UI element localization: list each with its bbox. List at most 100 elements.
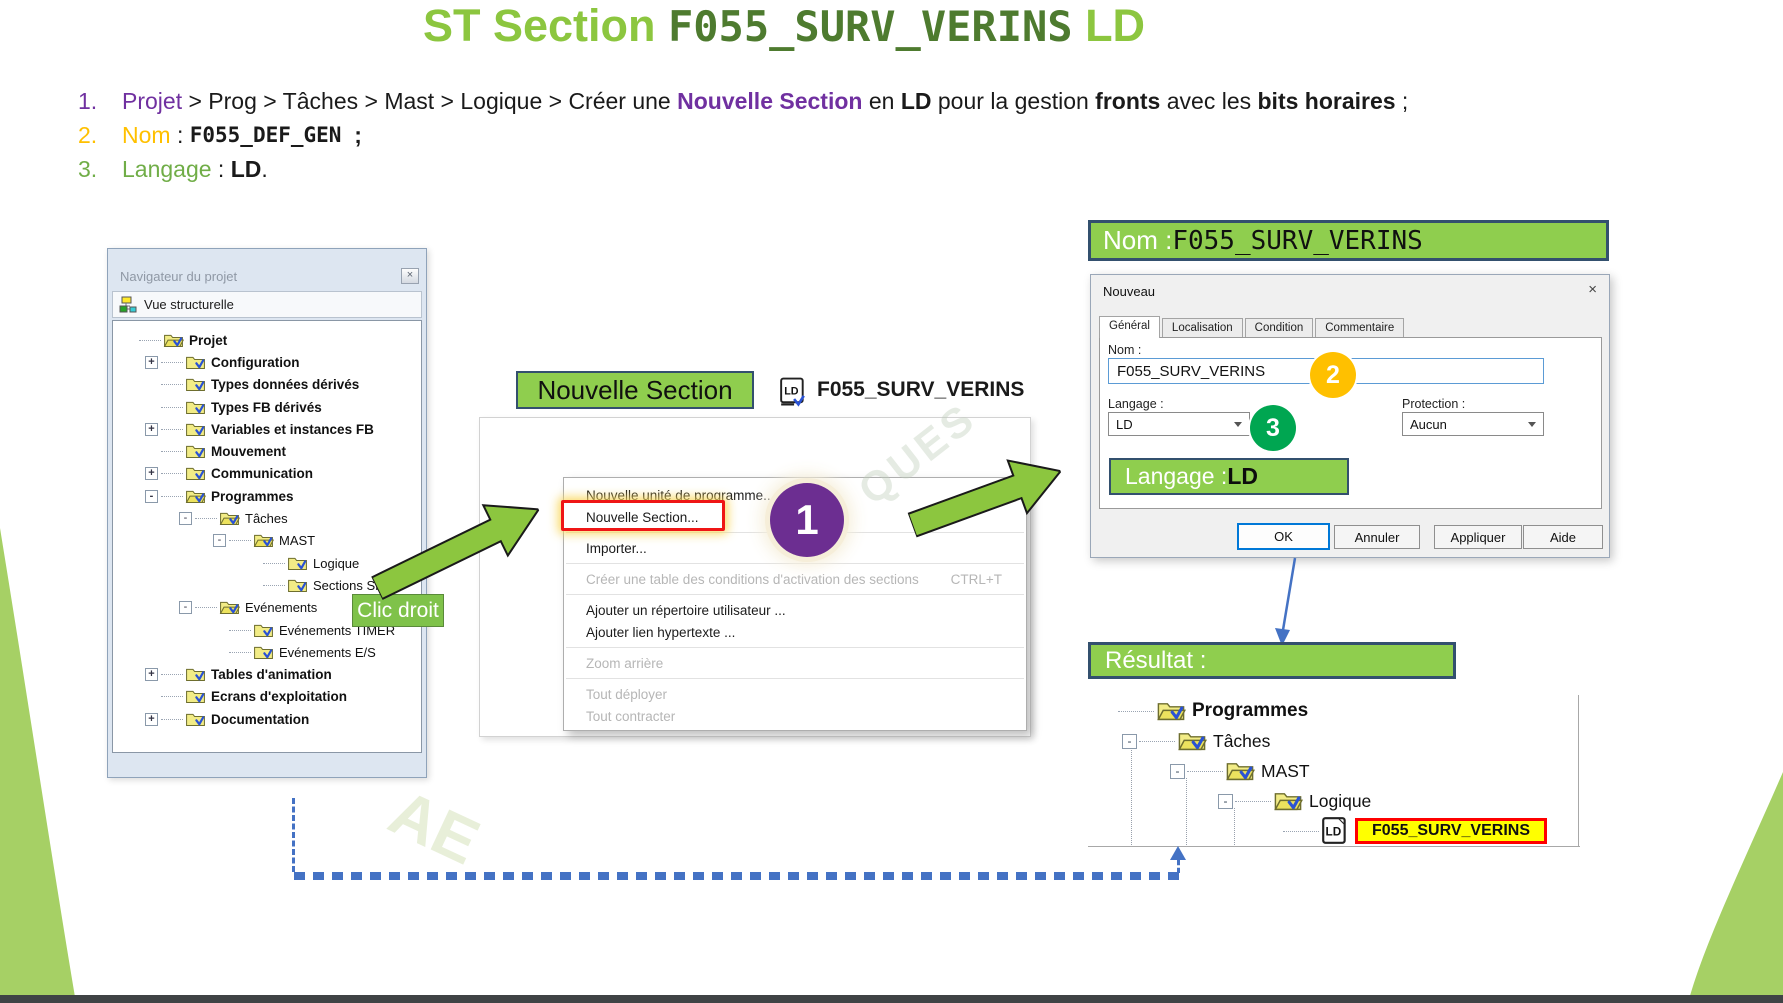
tree-connector [1187, 770, 1223, 772]
ld-section-icon: LD [779, 376, 807, 412]
chevron-down-icon [1528, 421, 1536, 427]
blue-arrow-ok-to-result [1275, 557, 1297, 646]
menu-item[interactable]: Importer... [564, 537, 1026, 559]
step-text-segment: bits horaires [1257, 87, 1396, 114]
tree-expander[interactable]: - [1122, 733, 1137, 749]
tree-item-label: Documentation [211, 711, 310, 727]
result-tree-item[interactable]: LD F055_SURV_VERINS [1108, 816, 1590, 846]
tree-connector [1235, 800, 1271, 802]
tree-item[interactable]: + Documentation [113, 708, 421, 730]
menu-separator [566, 678, 1024, 679]
result-fragment-bottom-border [1088, 846, 1580, 847]
callout-circle-2: 2 [1310, 352, 1356, 398]
tree-item[interactable]: Ecrans d'exploitation [113, 686, 421, 708]
svg-text:LD: LD [784, 386, 799, 398]
tree-item-label: Evénements [245, 600, 318, 616]
new-section-highlighted[interactable]: F055_SURV_VERINS [1355, 818, 1547, 844]
tree-item[interactable]: Evénements E/S [113, 641, 421, 663]
tree-connector [161, 451, 183, 453]
tab-général[interactable]: Général [1099, 316, 1160, 338]
tab-condition[interactable]: Condition [1244, 318, 1314, 337]
step-text-segment: fronts [1095, 87, 1161, 114]
tree-item[interactable]: Types données dérivés [113, 374, 421, 396]
folder-icon [185, 488, 206, 505]
nom-banner: Nom : F055_SURV_VERINS [1088, 220, 1609, 261]
menu-item[interactable]: Ajouter un répertoire utilisateur ... [564, 599, 1026, 621]
tree-item[interactable]: - Tâches [113, 507, 421, 529]
folder-icon [185, 354, 206, 371]
tree-expander[interactable]: + [145, 668, 158, 682]
appliquer-button[interactable]: Appliquer [1434, 525, 1522, 549]
tree-connector [161, 428, 183, 430]
close-icon[interactable]: × [401, 268, 419, 284]
tree-expander[interactable]: + [145, 712, 158, 726]
tree-item-label: Evénements E/S [279, 644, 376, 660]
dashed-connector-vertical [292, 798, 295, 872]
aide-button[interactable]: Aide [1523, 525, 1603, 549]
annuler-button[interactable]: Annuler [1334, 525, 1420, 549]
tab-localisation[interactable]: Localisation [1161, 318, 1243, 337]
langage-dropdown-value: LD [1116, 416, 1133, 432]
tree-item[interactable]: - MAST [113, 530, 421, 552]
tree-item[interactable]: + Tables d'animation [113, 663, 421, 685]
tree-item[interactable]: + Communication [113, 463, 421, 485]
tree-connector [161, 495, 183, 497]
protection-dropdown[interactable]: Aucun [1402, 412, 1544, 436]
tree-item[interactable]: Mouvement [113, 440, 421, 462]
tree-expander[interactable]: - [179, 512, 192, 526]
menu-item[interactable]: Ajouter lien hypertexte ... [564, 621, 1026, 643]
result-tree-item[interactable]: - Tâches [1108, 726, 1590, 756]
step-number: 2. [78, 121, 98, 148]
menu-item: Zoom arrière [564, 652, 1026, 674]
result-tree-item[interactable]: - MAST [1108, 756, 1590, 786]
tree-expander[interactable]: - [1170, 763, 1185, 779]
step-text-segment: . [261, 155, 268, 182]
tab-commentaire[interactable]: Commentaire [1315, 318, 1405, 337]
tree-item[interactable]: + Configuration [113, 351, 421, 373]
folder-icon [185, 688, 206, 705]
title-suffix: LD [1072, 0, 1146, 51]
navigator-title: Navigateur du projet [120, 268, 238, 284]
menu-item: Créer une table des conditions d'activat… [564, 568, 1026, 590]
tree-item-label: Communication [211, 466, 314, 482]
step-text-segment: LD [900, 87, 932, 114]
tree-item[interactable]: - Programmes [113, 485, 421, 507]
ok-button[interactable]: OK [1237, 523, 1330, 550]
green-arrow-to-menu [364, 482, 554, 619]
tree-item-label: Configuration [211, 354, 300, 370]
tree-item[interactable]: Types FB dérivés [113, 396, 421, 418]
step-text-segment: Langage [122, 155, 212, 182]
tree-expander[interactable]: + [145, 422, 158, 436]
langage-dropdown[interactable]: LD [1108, 412, 1250, 436]
tree-connector [161, 718, 183, 720]
result-tree-item[interactable]: Programmes [1108, 696, 1590, 726]
close-icon[interactable]: × [1588, 281, 1597, 298]
tree-expander[interactable]: + [145, 355, 158, 369]
tree-expander[interactable]: - [179, 601, 192, 615]
tree-item[interactable]: + Variables et instances FB [113, 418, 421, 440]
step-text-segment: Projet [122, 87, 183, 114]
steps-list: 1.Projet > Prog > Tâches > Mast > Logiqu… [78, 84, 1408, 186]
tree-item[interactable]: - Evénements [113, 597, 421, 619]
ld-section-name: F055_SURV_VERINS [817, 378, 1025, 401]
menu-item[interactable]: Nouvelle Section... [564, 506, 1026, 528]
step-text-segment: LD [230, 155, 262, 182]
step-item: 3.Langage : LD. [78, 152, 1408, 186]
title-prefix: ST Section [422, 0, 668, 51]
tree-item[interactable]: Sections SR [113, 574, 421, 596]
folder-icon [185, 465, 206, 482]
tree-expander[interactable]: + [145, 467, 158, 481]
tree-expander[interactable]: - [213, 534, 226, 548]
tree-expander[interactable]: - [1218, 793, 1233, 809]
folder-icon [219, 599, 240, 616]
tree-expander[interactable]: - [145, 489, 158, 503]
menu-item[interactable]: Nouvelle unité de programme... [564, 484, 1026, 506]
tree-item[interactable]: Logique [113, 552, 421, 574]
protection-dropdown-value: Aucun [1410, 416, 1447, 432]
result-tree-item[interactable]: - Logique [1108, 786, 1590, 816]
tree-item[interactable]: Projet [113, 329, 421, 351]
